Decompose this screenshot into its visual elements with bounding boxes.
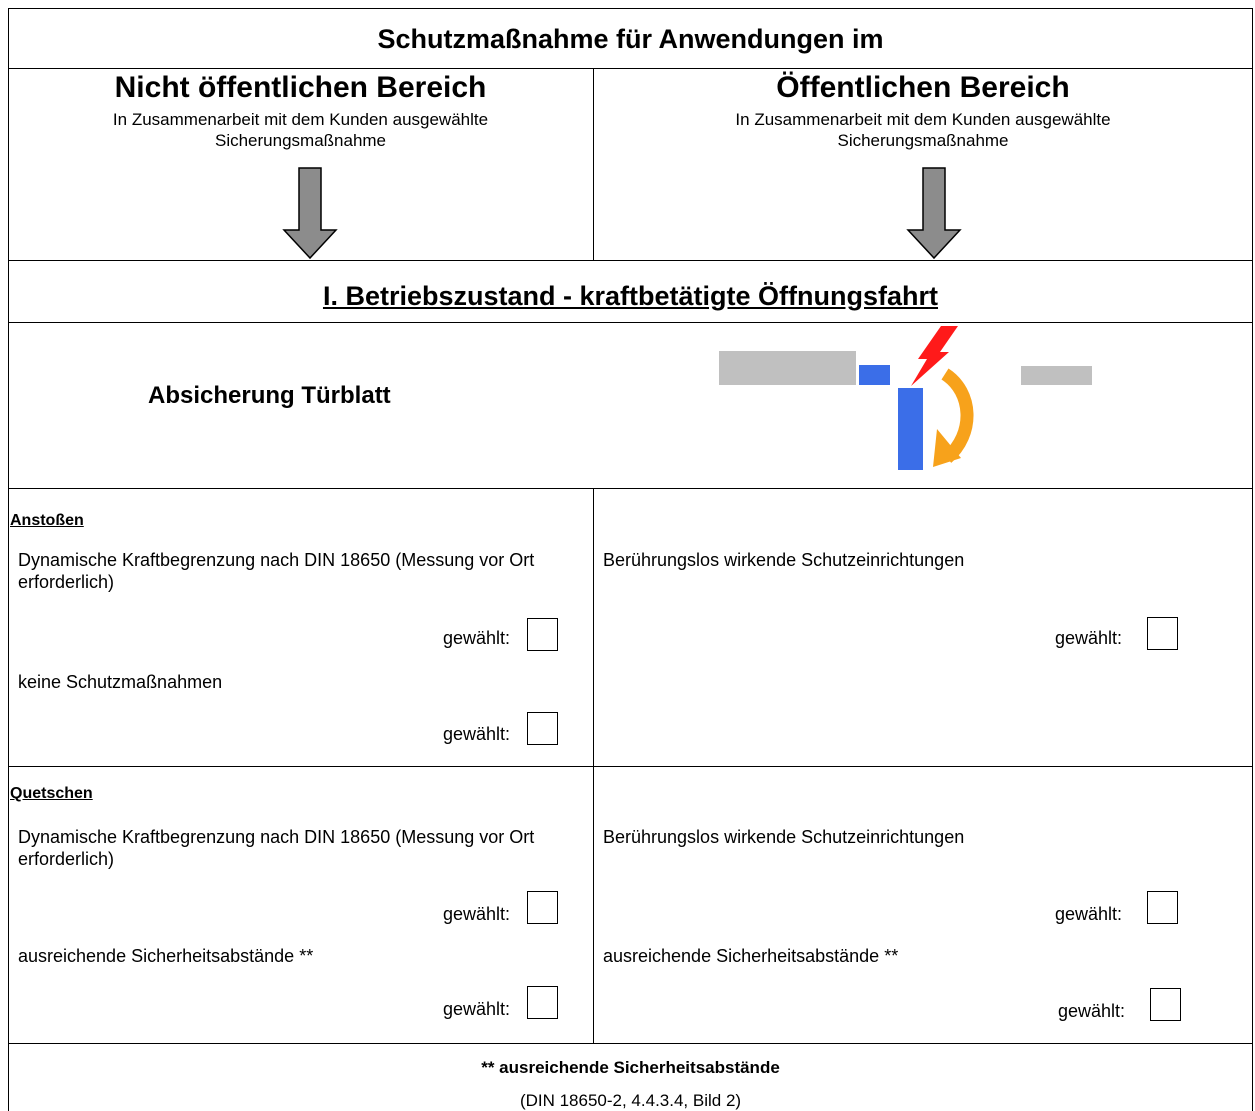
row-divider [8,1043,1253,1044]
impact-none-checkbox[interactable] [527,712,558,745]
row-divider [8,68,1253,69]
crushing-safety-distances-checkbox-right[interactable] [1150,988,1181,1021]
public-area-title: Öffentlichen Bereich [776,71,1070,104]
crushing-heading: Quetschen [10,785,93,802]
row-divider [8,766,1253,767]
arrow-down-icon [282,167,338,260]
impact-option-force-limitation: Dynamische Kraftbegrenzung nach DIN 1865… [18,550,535,592]
impact-contactless-checkbox[interactable] [1147,617,1178,650]
arrow-down-icon [906,167,962,260]
table-border-top [8,8,1253,9]
crushing-safety-distances-checkbox-left[interactable] [527,986,558,1019]
chosen-label: gewählt: [1055,904,1123,924]
table-border-left [8,8,9,1111]
column-divider [593,488,594,1043]
impact-option-none: keine Schutzmaßnahmen [18,672,223,692]
footnote-title: ** ausreichende Sicherheitsabstände [481,1058,780,1077]
impact-option-contactless: Berührungslos wirkende Schutzeinrichtung… [603,550,965,570]
non-public-area-subtitle-line2: Sicherungsmaßnahme [214,131,387,150]
non-public-area-title: Nicht öffentlichen Bereich [114,71,487,104]
row-divider [8,322,1253,323]
operating-state-title: I. Betriebszustand - kraftbetätigte Öffn… [322,281,939,311]
crushing-option-safety-distances: ausreichende Sicherheitsabstände ** [18,946,314,966]
crushing-contactless-checkbox[interactable] [1147,891,1178,924]
public-area-subtitle: In Zusammenarbeit mit dem Kunden ausgewä… [593,109,1253,151]
door-swing-diagram-icon [719,326,1092,470]
crushing-option-safety-distances-right: ausreichende Sicherheitsabstände ** [603,946,899,966]
impact-force-limitation-checkbox[interactable] [527,618,558,651]
public-area-subtitle-line1: In Zusammenarbeit mit dem Kunden ausgewä… [735,110,1111,129]
page-title: Schutzmaßnahme für Anwendungen im [377,24,884,54]
chosen-label: gewählt: [1058,1001,1126,1021]
crushing-force-limitation-checkbox[interactable] [527,891,558,924]
non-public-area-subtitle-line1: In Zusammenarbeit mit dem Kunden ausgewä… [112,110,489,129]
public-area-subtitle-line2: Sicherungsmaßnahme [837,131,1009,150]
non-public-area-subtitle: In Zusammenarbeit mit dem Kunden ausgewä… [8,109,593,151]
row-divider [8,260,1253,261]
crushing-option-force-limitation: Dynamische Kraftbegrenzung nach DIN 1865… [18,827,535,869]
chosen-label: gewählt: [443,724,511,744]
table-border-right [1252,8,1253,1111]
crushing-option-contactless: Berührungslos wirkende Schutzeinrichtung… [603,827,965,847]
chosen-label: gewählt: [443,628,511,648]
chosen-label: gewählt: [443,999,511,1019]
door-leaf-protection-label: Absicherung Türblatt [148,382,391,409]
impact-heading: Anstoßen [10,512,84,529]
row-divider [8,488,1253,489]
footnote-reference: (DIN 18650-2, 4.4.3.4, Bild 2) [519,1091,742,1110]
chosen-label: gewählt: [443,904,511,924]
chosen-label: gewählt: [1055,628,1123,648]
column-divider [593,68,594,260]
